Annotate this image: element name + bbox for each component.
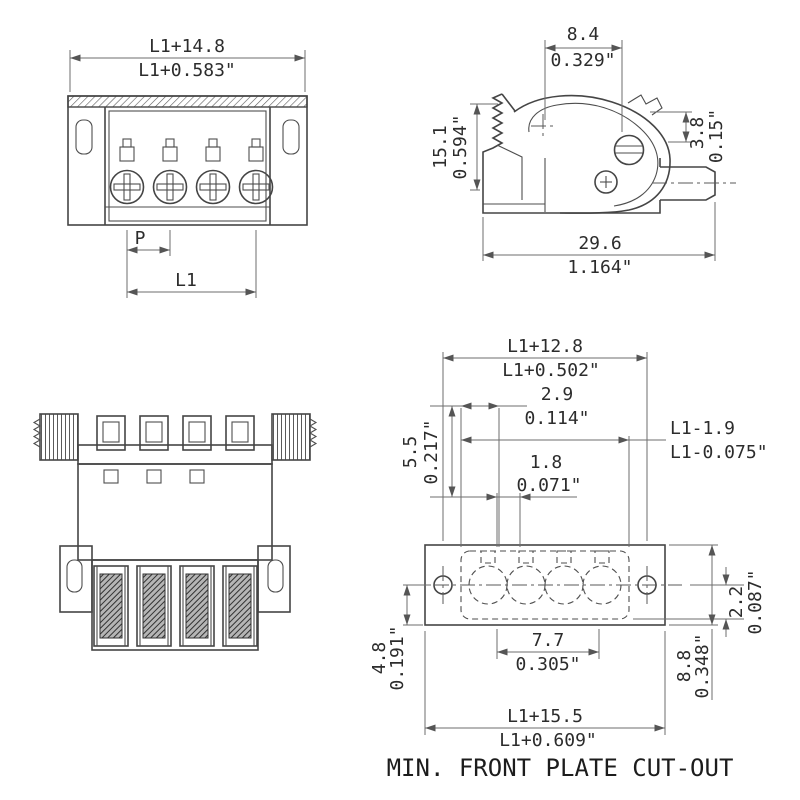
dim-depth: 8.8 0.348" (669, 544, 718, 700)
dim-pitch-label: P (135, 228, 146, 249)
dim-center-span: 7.7 0.305" (496, 629, 600, 675)
terminal-pole-4 (238, 138, 274, 205)
dim-side-latch: 3.8 0.15" (650, 109, 727, 163)
dim-lower-height: 4.8 0.191" (369, 584, 431, 691)
dim-inner-width-in: L1-0.075" (670, 442, 768, 463)
lever-hub (594, 170, 618, 194)
dim-side-height: 15.1 0.594" (430, 103, 498, 191)
socket-side-view (32, 413, 318, 651)
dim-center-span-mm: 7.7 (532, 630, 565, 651)
cutout-outline (460, 550, 630, 620)
right-wing (257, 545, 291, 613)
dim-top-height: 5.5 0.217" (400, 406, 456, 497)
dim-side-top: 8.4 0.329" (544, 24, 623, 132)
dim-side-top-mm: 8.4 (567, 24, 600, 45)
dim-side-latch-in: 0.15" (706, 109, 727, 163)
pole-cutout-3 (544, 565, 584, 605)
dim-side-length: 29.6 1.164" (482, 202, 716, 278)
dim-overall-width: L1+14.8 L1+0.583" (69, 36, 306, 92)
dim-hole-span: L1+12.8 L1+0.502" (442, 336, 648, 541)
terminal-slot-2 (136, 565, 172, 647)
dim-center-span-in: 0.305" (515, 654, 580, 675)
right-latch-slot (282, 119, 300, 155)
dim-total-width: L1+15.5 L1+0.609" (424, 631, 666, 751)
cutout-view: L1+12.8 L1+0.502" 2.9 0.114" L1-1.9 L1-0… (369, 336, 768, 751)
dim-edge-mm: 2.2 (726, 586, 747, 619)
left-latch-slot (75, 119, 93, 155)
dim-top-height-in: 0.217" (421, 419, 442, 484)
dim-hole-span-mm: L1+12.8 (507, 336, 583, 357)
dim-offset-in: 0.114" (524, 408, 589, 429)
pole-cutout-1 (468, 565, 508, 605)
dim-edge: 2.2 0.087" (633, 567, 766, 637)
clamp-screw (613, 134, 645, 166)
terminal-slot-1 (93, 565, 129, 647)
terminal-slot-3 (179, 565, 215, 647)
dim-total-width-mm: L1+15.5 (507, 706, 583, 727)
pole-cutout-2 (506, 565, 546, 605)
wire-entry-serration (482, 93, 661, 214)
plug-front-view: L1+14.8 L1+0.583" P L1 (67, 36, 308, 298)
dim-side-length-mm: 29.6 (578, 233, 621, 254)
dim-l1-span: L1 (127, 230, 257, 298)
socket-body (77, 463, 273, 561)
dim-slot-mm: 1.8 (530, 452, 563, 473)
cutout-plate (408, 544, 682, 626)
dim-edge-in: 0.087" (745, 569, 766, 634)
pole-cutout-4 (582, 565, 622, 605)
dim-hole-span-in: L1+0.502" (502, 360, 600, 381)
lever-latch (627, 94, 663, 116)
right-knurled-cap (271, 413, 311, 461)
dim-lower-height-mm: 4.8 (369, 642, 390, 675)
dim-pitch: P (126, 228, 171, 298)
dim-side-length-in: 1.164" (567, 257, 632, 278)
dim-slot: 1.8 0.071" (430, 452, 582, 547)
dim-total-width-in: L1+0.609" (499, 730, 597, 751)
dim-l1-label: L1 (175, 270, 197, 291)
terminal-slot-4 (222, 565, 258, 647)
terminal-pole-1 (109, 138, 145, 205)
left-wing (59, 545, 93, 613)
plug-side-view: 8.4 0.329" 15.1 0.594" 3.8 0.15" 29.6 1.… (430, 24, 736, 278)
dim-side-height-in: 0.594" (450, 114, 471, 179)
plug-side-body (482, 93, 716, 214)
dim-depth-mm: 8.8 (674, 650, 695, 683)
dim-offset-mm: 2.9 (541, 384, 574, 405)
left-knurled-cap (39, 413, 79, 461)
plug-front-body (67, 95, 308, 226)
dim-slot-in: 0.071" (516, 475, 581, 496)
plug-front-terminals (109, 138, 274, 205)
plug-side-lever (513, 94, 736, 214)
drawing-caption: MIN. FRONT PLATE CUT-OUT (387, 754, 734, 782)
dim-offset: 2.9 0.114" (430, 384, 590, 547)
terminal-pole-3 (195, 138, 231, 205)
dim-inner-width-mm: L1-1.9 (670, 418, 735, 439)
dim-top-height-mm: 5.5 (400, 436, 421, 469)
terminal-pole-2 (152, 138, 188, 205)
dim-side-top-in: 0.329" (550, 50, 615, 71)
dim-side-latch-mm: 3.8 (687, 117, 708, 150)
dim-inner-width: L1-1.9 L1-0.075" (461, 418, 768, 547)
dim-width-mm: L1+14.8 (149, 36, 225, 57)
dim-side-height-mm: 15.1 (430, 125, 451, 168)
dim-lower-height-in: 0.191" (387, 625, 408, 690)
dim-depth-in: 0.348" (692, 633, 713, 698)
dim-width-in: L1+0.583" (138, 60, 236, 81)
terminal-block (91, 559, 259, 651)
